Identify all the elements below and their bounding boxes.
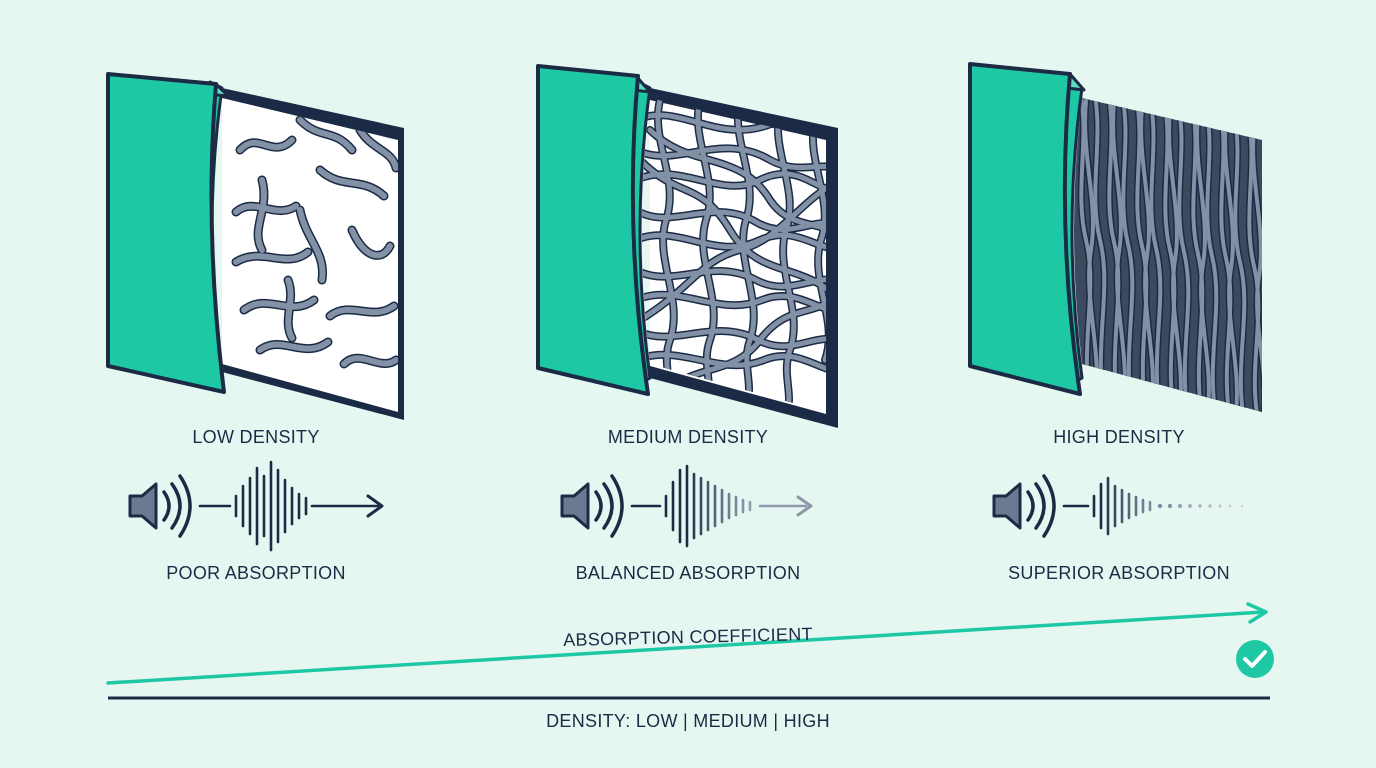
panel-low-density bbox=[106, 72, 404, 420]
check-circle-icon bbox=[1236, 640, 1274, 678]
fading-dots bbox=[1157, 503, 1244, 509]
absorption-trend-line bbox=[106, 602, 1268, 685]
waveform bbox=[198, 460, 380, 552]
speaker-icon bbox=[560, 474, 624, 538]
speaker-icon bbox=[992, 474, 1056, 538]
density-axis-label: DENSITY: LOW | MEDIUM | HIGH bbox=[546, 711, 830, 731]
density-label-low: LOW DENSITY bbox=[192, 427, 320, 447]
arrow-head bbox=[796, 495, 813, 517]
waveform bbox=[1062, 476, 1152, 536]
sound-wave-medium bbox=[560, 464, 813, 548]
arrow-head bbox=[366, 494, 384, 518]
waveform bbox=[630, 464, 808, 548]
absorption-label-medium: BALANCED ABSORPTION bbox=[575, 563, 801, 583]
absorption-label-low: POOR ABSORPTION bbox=[166, 563, 346, 583]
panel-high-density bbox=[968, 62, 1262, 412]
teal-backing-plate bbox=[968, 62, 1086, 396]
teal-backing-plate bbox=[536, 64, 652, 396]
teal-backing-plate bbox=[106, 72, 230, 394]
density-label-medium: MEDIUM DENSITY bbox=[607, 427, 769, 447]
absorption-label-high: SUPERIOR ABSORPTION bbox=[1008, 563, 1230, 583]
fiber-network bbox=[642, 98, 826, 412]
sound-wave-high bbox=[992, 474, 1244, 538]
fiber-bundle bbox=[1074, 98, 1262, 412]
panel-medium-density bbox=[536, 64, 838, 428]
sound-wave-low bbox=[128, 460, 384, 552]
density-label-high: HIGH DENSITY bbox=[1053, 427, 1185, 447]
trend-arrow-head bbox=[1246, 602, 1268, 624]
fiber-network bbox=[231, 115, 398, 369]
speaker-icon bbox=[128, 474, 192, 538]
